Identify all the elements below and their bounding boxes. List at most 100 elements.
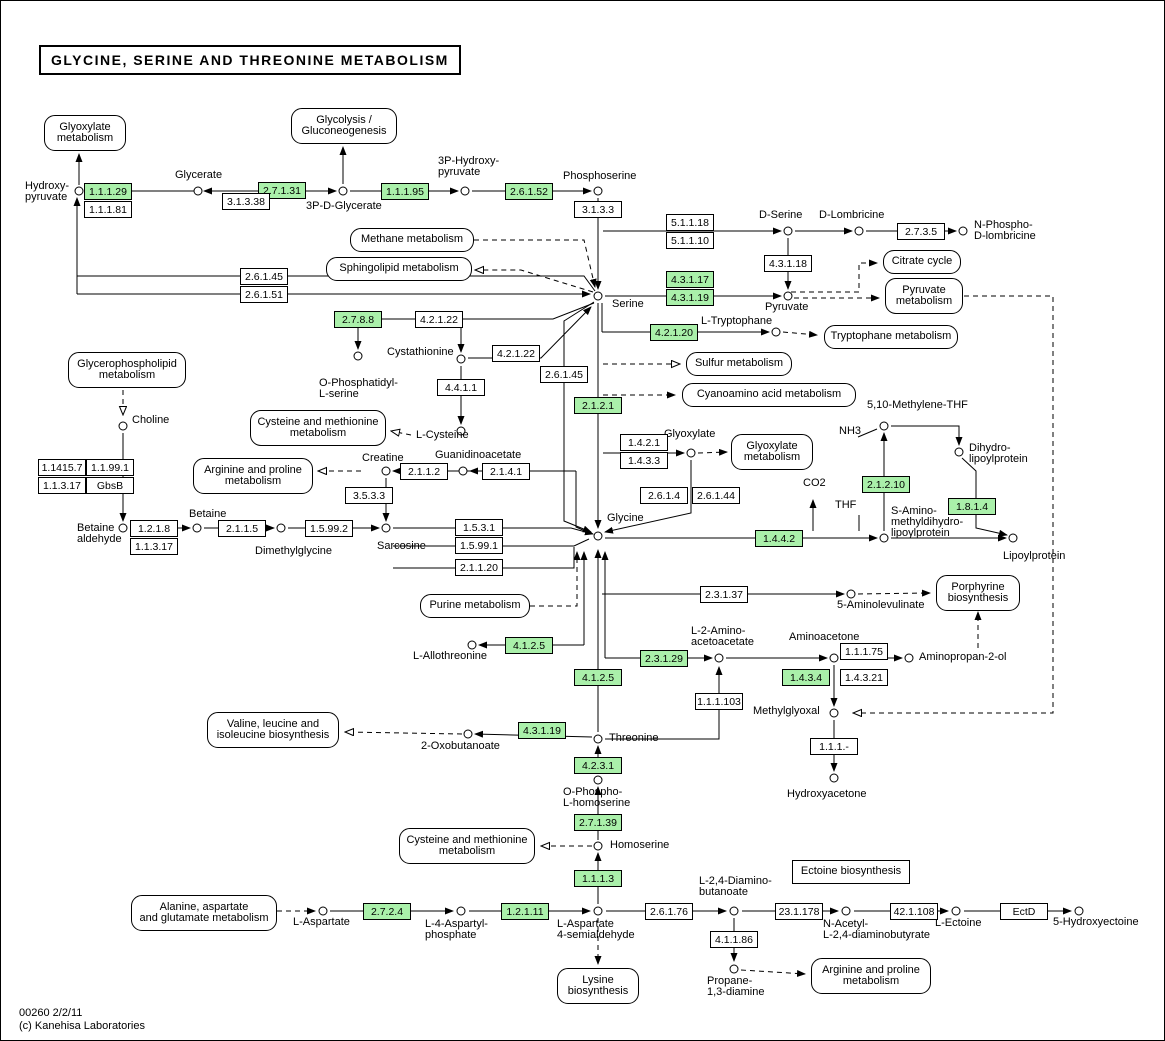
compound-node-pyruvate[interactable] [783, 291, 793, 301]
enzyme-box-1.1.1.3[interactable]: 1.1.1.3 [574, 870, 622, 887]
enzyme-box-1.4.3.3[interactable]: 1.4.3.3 [620, 452, 668, 469]
compound-node-l-aspartate-4-semialdehyde[interactable] [593, 906, 603, 916]
compound-node-3p-d-glycerate[interactable] [338, 186, 348, 196]
enzyme-box-1.1.1.-[interactable]: 1.1.1.- [810, 738, 858, 755]
enzyme-box-4.2.1.22-b[interactable]: 4.2.1.22 [492, 345, 540, 362]
compound-node-aminoacetone[interactable] [829, 653, 839, 663]
enzyme-box-4.3.1.19-b[interactable]: 4.3.1.19 [518, 722, 566, 739]
enzyme-box-4.3.1.18[interactable]: 4.3.1.18 [764, 255, 812, 272]
compound-node-betaine-aldehyde[interactable] [118, 523, 128, 533]
compound-node-l-tryptophane[interactable] [771, 327, 781, 337]
pathway-box-ectoine-biosynthesis[interactable]: Ectoine biosynthesis [792, 860, 910, 884]
enzyme-box-5.1.1.18[interactable]: 5.1.1.18 [666, 214, 714, 231]
enzyme-box-2.1.1.5[interactable]: 2.1.1.5 [218, 520, 266, 537]
compound-node-dimethylglycine[interactable] [276, 523, 286, 533]
compound-node-betaine[interactable] [192, 523, 202, 533]
pathway-box-methane-metabolism[interactable]: Methane metabolism [350, 228, 474, 252]
compound-node-3p-hydroxypyruvate[interactable] [460, 186, 470, 196]
enzyme-box-2.7.2.4[interactable]: 2.7.2.4 [363, 903, 411, 920]
enzyme-box-1.4.3.4[interactable]: 1.4.3.4 [782, 669, 830, 686]
pathway-box-purine-metabolism[interactable]: Purine metabolism [420, 594, 530, 618]
enzyme-box-42.1.108[interactable]: 42.1.108 [890, 903, 938, 920]
pathway-box-tryptophane-metabolism[interactable]: Tryptophane metabolism [824, 325, 958, 349]
enzyme-box-1.8.1.4[interactable]: 1.8.1.4 [948, 498, 996, 515]
compound-node-guanidinoacetate[interactable] [458, 466, 468, 476]
enzyme-box-2.6.1.76[interactable]: 2.6.1.76 [645, 903, 693, 920]
enzyme-box-4.3.1.17[interactable]: 4.3.1.17 [666, 271, 714, 288]
enzyme-box-4.2.1.22-a[interactable]: 4.2.1.22 [415, 311, 463, 328]
enzyme-box-1.1415.7[interactable]: 1.1415.7 [38, 459, 86, 476]
compound-node-lipoylprotein[interactable] [1008, 533, 1018, 543]
compound-node-serine[interactable] [593, 291, 603, 301]
compound-node-propane-1-3-diamine[interactable] [729, 964, 739, 974]
compound-node-l-cysteine[interactable] [456, 426, 466, 436]
enzyme-box-4.1.1.86[interactable]: 4.1.1.86 [710, 931, 758, 948]
enzyme-box-5.1.1.10[interactable]: 5.1.1.10 [666, 232, 714, 249]
compound-node-glyoxylate[interactable] [686, 448, 696, 458]
compound-node-n-acetyl-l-2-4-diaminobutyrate[interactable] [841, 906, 851, 916]
compound-node-glycerate[interactable] [193, 186, 203, 196]
enzyme-box-1.5.3.1[interactable]: 1.5.3.1 [455, 519, 503, 536]
compound-node-sarcosine[interactable] [381, 523, 391, 533]
compound-node-l-ectoine[interactable] [951, 906, 961, 916]
enzyme-box-1.2.1.11[interactable]: 1.2.1.11 [501, 903, 549, 920]
enzyme-box-2.7.1.31[interactable]: 2.7.1.31 [258, 182, 306, 199]
enzyme-box-1.4.4.2[interactable]: 1.4.4.2 [755, 530, 803, 547]
enzyme-box-4.4.1.1[interactable]: 4.4.1.1 [437, 379, 485, 396]
compound-node-hydroxypyruvate[interactable] [74, 186, 84, 196]
compound-node-methylglyoxal[interactable] [829, 708, 839, 718]
enzyme-box-2.1.2.10[interactable]: 2.1.2.10 [862, 476, 910, 493]
compound-node-phosphoserine[interactable] [593, 186, 603, 196]
compound-node-d-serine[interactable] [783, 226, 793, 236]
compound-node-l-2-4-diamino-butanoate[interactable] [729, 906, 739, 916]
enzyme-box-EctD[interactable]: EctD [1000, 903, 1048, 920]
enzyme-box-2.1.1.20[interactable]: 2.1.1.20 [455, 559, 503, 576]
compound-node-creatine[interactable] [381, 466, 391, 476]
enzyme-box-1.4.2.1[interactable]: 1.4.2.1 [620, 434, 668, 451]
enzyme-box-1.1.3.17-b[interactable]: 1.1.3.17 [130, 538, 178, 555]
enzyme-box-2.1.4.1[interactable]: 2.1.4.1 [482, 463, 530, 480]
enzyme-box-3.1.3.3[interactable]: 3.1.3.3 [574, 201, 622, 218]
enzyme-box-4.2.1.20[interactable]: 4.2.1.20 [650, 324, 698, 341]
enzyme-box-1.1.1.75[interactable]: 1.1.1.75 [840, 643, 888, 660]
compound-node-l-aspartate[interactable] [318, 906, 328, 916]
enzyme-box-2.6.1.51[interactable]: 2.6.1.51 [240, 286, 288, 303]
compound-node-cystathionine[interactable] [456, 354, 466, 364]
compound-node-s-amino-methyldihydro-lipoylprotein[interactable] [879, 533, 889, 543]
compound-node-n-phospho-d-lombricine[interactable] [958, 226, 968, 236]
pathway-box-citrate-cycle[interactable]: Citrate cycle [883, 250, 961, 274]
enzyme-box-3.5.3.3[interactable]: 3.5.3.3 [345, 487, 393, 504]
compound-node-l-2-amino-acetoacetate[interactable] [714, 653, 724, 663]
enzyme-box-1.1.1.29[interactable]: 1.1.1.29 [84, 183, 132, 200]
enzyme-box-4.3.1.19-a[interactable]: 4.3.1.19 [666, 289, 714, 306]
pathway-box-sphingolipid-metabolism[interactable]: Sphingolipid metabolism [326, 257, 472, 281]
enzyme-box-1.1.1.103[interactable]: 1.1.1.103 [695, 693, 743, 710]
enzyme-box-3.1.3.38[interactable]: 3.1.3.38 [222, 193, 270, 210]
compound-node-glycine[interactable] [593, 531, 603, 541]
enzyme-box-2.7.8.8[interactable]: 2.7.8.8 [334, 311, 382, 328]
enzyme-box-1.1.3.17-a[interactable]: 1.1.3.17 [38, 477, 86, 494]
pathway-box-glycolysis-gluconeogenesis[interactable]: Glycolysis /Gluconeogenesis [291, 108, 397, 144]
compound-node-homoserine[interactable] [593, 841, 603, 851]
compound-node-5-hydroxyectoine[interactable] [1074, 906, 1084, 916]
compound-node-threonine[interactable] [593, 734, 603, 744]
compound-node-hydroxyacetone[interactable] [829, 773, 839, 783]
compound-node-d-lombricine[interactable] [854, 226, 864, 236]
compound-node-o-phospho-l-homoserine[interactable] [593, 775, 603, 785]
enzyme-box-2.6.1.52[interactable]: 2.6.1.52 [505, 183, 553, 200]
enzyme-box-1.2.1.8[interactable]: 1.2.1.8 [130, 520, 178, 537]
enzyme-box-4.1.2.5-a[interactable]: 4.1.2.5 [505, 637, 553, 654]
enzyme-box-4.1.2.5-b[interactable]: 4.1.2.5 [574, 669, 622, 686]
enzyme-box-2.7.3.5[interactable]: 2.7.3.5 [897, 223, 945, 240]
enzyme-box-23.1.178[interactable]: 23.1.178 [775, 903, 823, 920]
